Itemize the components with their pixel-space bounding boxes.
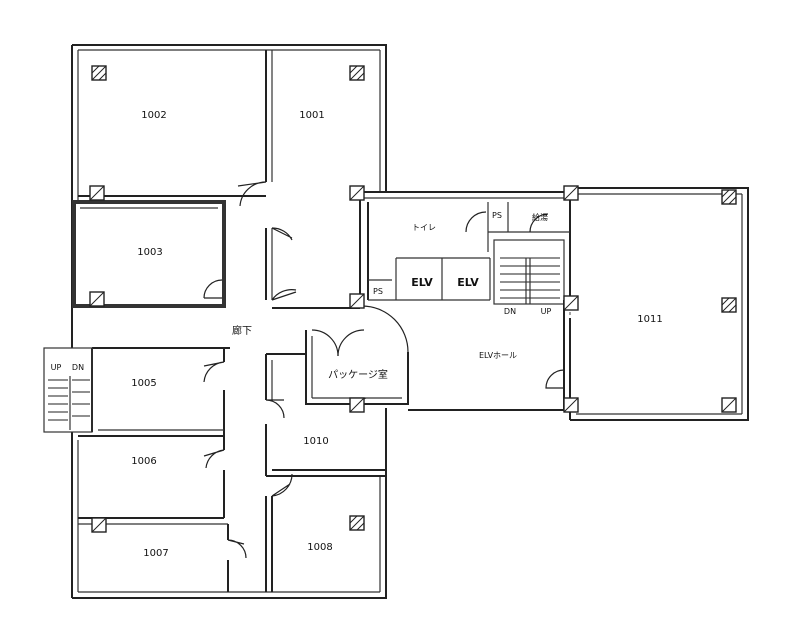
stair-left-up-label: UP (51, 363, 62, 372)
elv1-label: ELV (411, 276, 433, 289)
room-labels: 1002 1001 1003 1011 1005 1006 1007 1010 … (51, 110, 663, 559)
package-room-label: パッケージ室 (328, 368, 388, 381)
room-1007-label: 1007 (143, 548, 168, 559)
column (91, 517, 107, 533)
column (349, 293, 365, 309)
column (721, 189, 737, 205)
column (563, 397, 579, 413)
column (349, 185, 365, 201)
column (721, 297, 737, 313)
room-1005-label: 1005 (131, 378, 156, 389)
stairs-right (500, 257, 560, 304)
room-1008-label: 1008 (307, 542, 332, 553)
column (563, 295, 579, 311)
columns (89, 65, 737, 533)
room-1001-label: 1001 (299, 110, 324, 121)
interior-walls (72, 50, 570, 592)
ps-bottom-label: PS (373, 287, 383, 296)
room-1010-label: 1010 (303, 436, 328, 447)
column (89, 185, 105, 201)
corridor-label: 廊下 (232, 324, 252, 337)
room-1006-label: 1006 (131, 456, 156, 467)
column (563, 185, 579, 201)
room-1011-label: 1011 (637, 314, 662, 325)
room-1003-label: 1003 (137, 247, 162, 258)
ps-top-label: PS (492, 211, 502, 220)
elv2-label: ELV (457, 276, 479, 289)
stair-right-up-label: UP (541, 307, 552, 316)
column (91, 65, 107, 81)
column (721, 397, 737, 413)
stair-right-dn-label: DN (504, 307, 516, 316)
room-1002-label: 1002 (141, 110, 166, 121)
doors (203, 181, 571, 559)
column (349, 65, 365, 81)
stair-left-dn-label: DN (72, 363, 84, 372)
column (349, 397, 365, 413)
elv-hall-label: ELVホール (479, 351, 517, 360)
toilet-label: トイレ (412, 223, 436, 232)
column (89, 291, 105, 307)
hot-water-label: 給湯 (532, 212, 548, 222)
column (349, 515, 365, 531)
stairs-left (43, 347, 93, 433)
